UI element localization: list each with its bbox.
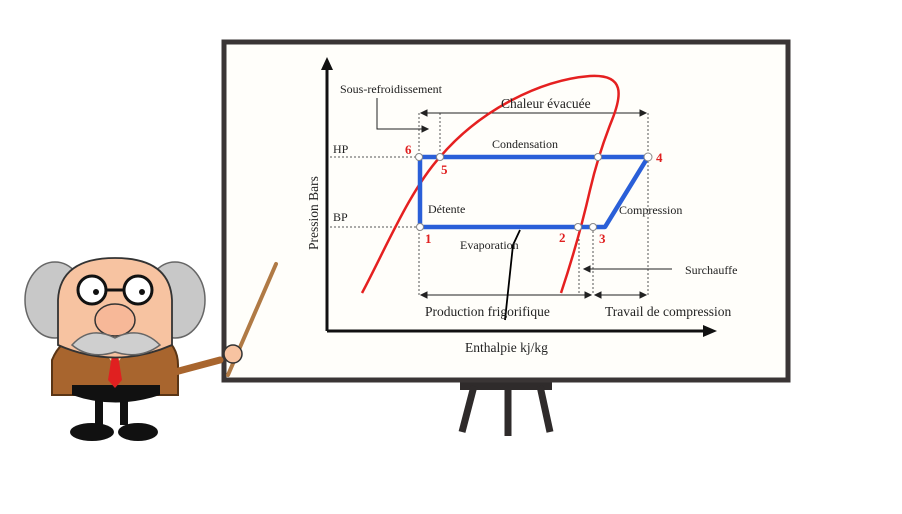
y-axis-arrow-icon [321,57,333,70]
detente-label: Détente [428,202,465,216]
evaporation-label: Evaporation [460,238,519,252]
production-frigorifique-label: Production frigorifique [425,304,550,319]
x-axis-arrow-icon [703,325,717,337]
travail-compression-label: Travail de compression [605,304,731,319]
surchauffe-label: Surchauffe [685,263,737,277]
pointer-line [504,229,521,321]
bp-label: BP [333,210,348,224]
point-2-label: 2 [559,230,566,245]
compression-label: Compression [619,203,682,217]
point-4-label: 4 [656,150,663,165]
whiteboard [221,39,791,383]
easel-stand [458,380,554,436]
point-1-label: 1 [425,231,432,246]
point-5-label: 5 [441,162,448,177]
point-6-label: 6 [405,142,412,157]
hp-label: HP [333,142,349,156]
chaleur-evacuee-label: Chaleur évacuée [501,96,591,111]
sous-refroidissement-label: Sous-refroidissement [340,82,443,96]
professor-illustration [24,257,278,441]
cycle-points [415,152,653,231]
refrigeration-cycle-diagram: Sous-refroidissement Chaleur évacuée Con… [306,57,737,355]
point-3-label: 3 [599,231,606,246]
y-axis-label: Pression Bars [306,176,321,250]
condensation-label: Condensation [492,137,558,151]
x-axis-label: Enthalpie kj/kg [465,340,548,355]
